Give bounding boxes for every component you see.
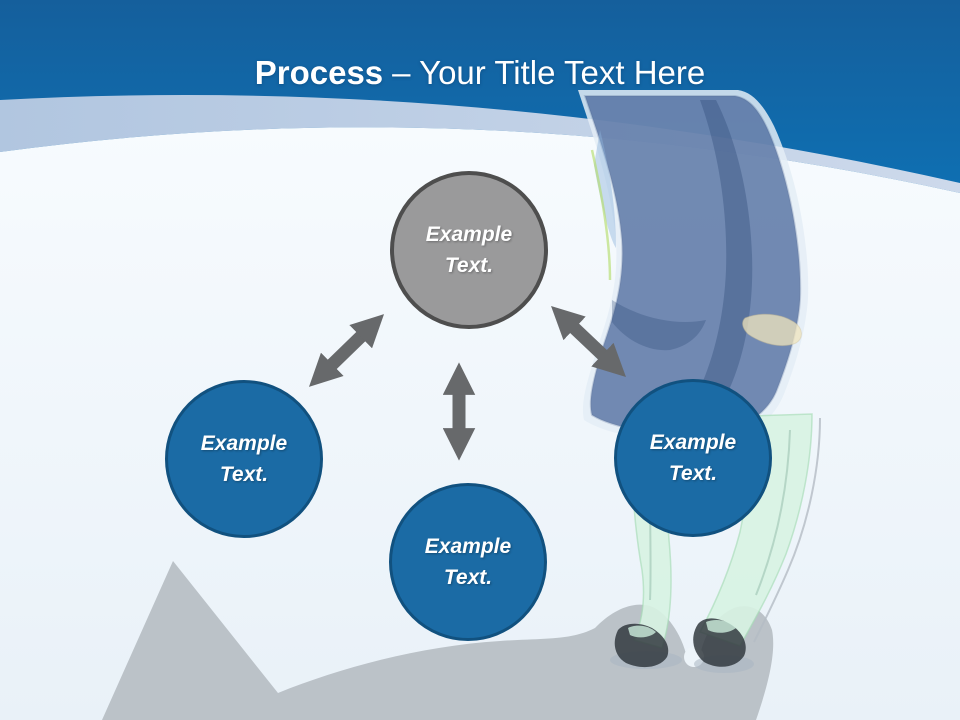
node-top-circle: Example Text. [390, 171, 548, 329]
node-right-label-line1: Example [649, 431, 737, 454]
node-left-label-line2: Text. [219, 463, 269, 486]
slide-title-rest: – Your Title Text Here [392, 54, 706, 91]
node-right-circle: Example Text. [614, 379, 772, 537]
node-right-label-line2: Text. [668, 462, 718, 485]
slide-title-emphasis: Process [254, 54, 384, 91]
node-top-label-line2: Text. [444, 254, 494, 277]
node-top-label-line1: Example [425, 223, 513, 246]
slide-title: Process – Your Title Text Here [0, 52, 960, 94]
node-bottom-circle: Example Text. [389, 483, 547, 641]
node-left-circle: Example Text. [165, 380, 323, 538]
node-bottom-label-line2: Text. [443, 566, 493, 589]
node-left-label-line1: Example [200, 432, 288, 455]
node-bottom-label-line1: Example [424, 535, 512, 558]
header-curve-band [0, 94, 960, 193]
